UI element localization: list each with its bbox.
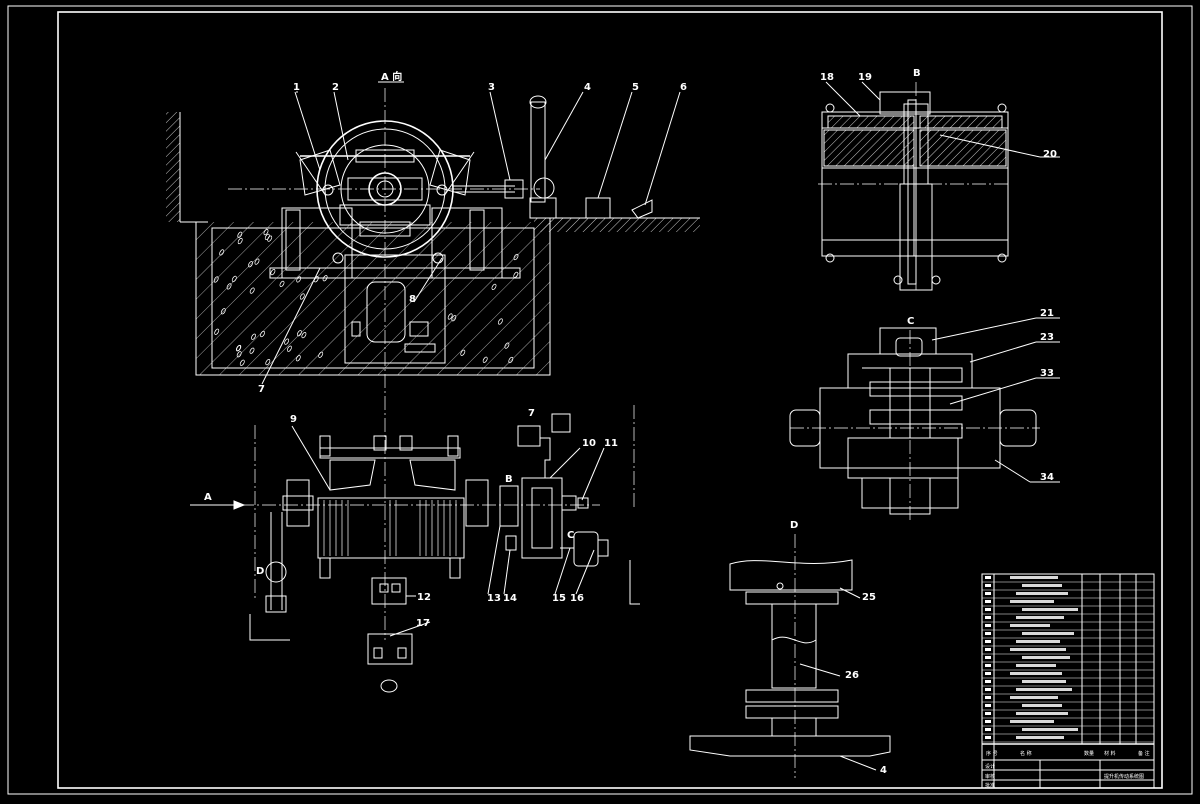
label-part-3: 3 [488,82,495,93]
concrete-speckle [213,228,519,366]
label-part-18: 18 [820,72,834,83]
tb-col-remark: 备 注 [1138,750,1150,757]
label-part-12: 12 [417,592,431,603]
inner-border [57,11,1163,789]
detail-b: B 18 19 20 [818,68,1060,291]
label-part-7: 7 [258,384,265,395]
title-block: 序 号 名 称 数量 材 料 备 注 设计 审核 批准 提升机传动系统图 [981,573,1155,789]
tb-col-seq: 序 号 [986,750,998,757]
label-part-14: 14 [503,593,517,604]
label-part-5: 5 [632,82,639,93]
detail-d: D 25 26 4 [689,520,891,778]
view-letter-d: D [256,566,264,577]
label-part-4b: 4 [880,765,887,776]
label-part-11: 11 [604,438,618,449]
label-part-26: 26 [845,670,859,681]
tb-col-name: 名 称 [1020,750,1032,757]
label-part-33: 33 [1040,368,1054,379]
outer-border [7,5,1193,795]
label-part-19: 19 [858,72,872,83]
label-part-2: 2 [332,82,339,93]
label-part-17: 17 [416,618,430,629]
label-part-34: 34 [1040,472,1054,483]
label-part-20: 20 [1043,149,1057,160]
tb-row-design: 设计 [985,763,995,770]
tb-col-material: 材 料 [1104,750,1116,757]
label-part-23: 23 [1040,332,1054,343]
label-part-4: 4 [584,82,591,93]
label-part-25: 25 [862,592,876,603]
label-part-16: 16 [570,593,584,604]
tb-col-qty: 数量 [1084,750,1094,757]
drum-ribs [323,500,457,556]
tb-row-check: 审核 [985,773,995,780]
view-letter-d2: D [790,520,798,531]
label-part-6: 6 [680,82,687,93]
label-part-10: 10 [582,438,596,449]
label-part-21: 21 [1040,308,1054,319]
label-part-13: 13 [487,593,501,604]
label-part-8: 8 [409,294,416,305]
view-letter-b: B [505,474,513,485]
label-part-15: 15 [552,593,566,604]
tb-drawing-title: 提升机传动系统图 [1104,773,1144,780]
parts-list-rows [982,576,1154,743]
detail-c: C 21 23 33 34 [789,308,1060,520]
label-part-7b: 7 [528,408,535,419]
plan-view: A [190,405,640,693]
label-part-9: 9 [290,414,297,425]
view-title: A 向 [381,70,402,83]
label-part-1: 1 [293,82,300,93]
view-letter-c2: C [907,316,914,327]
view-letter-a: A [204,492,212,503]
view-letter-c: C [567,530,574,541]
grid-spring [858,367,963,439]
tb-row-approve: 批准 [985,782,995,789]
elevation-view: A 向 [166,70,700,640]
view-letter-b2: B [913,68,921,79]
